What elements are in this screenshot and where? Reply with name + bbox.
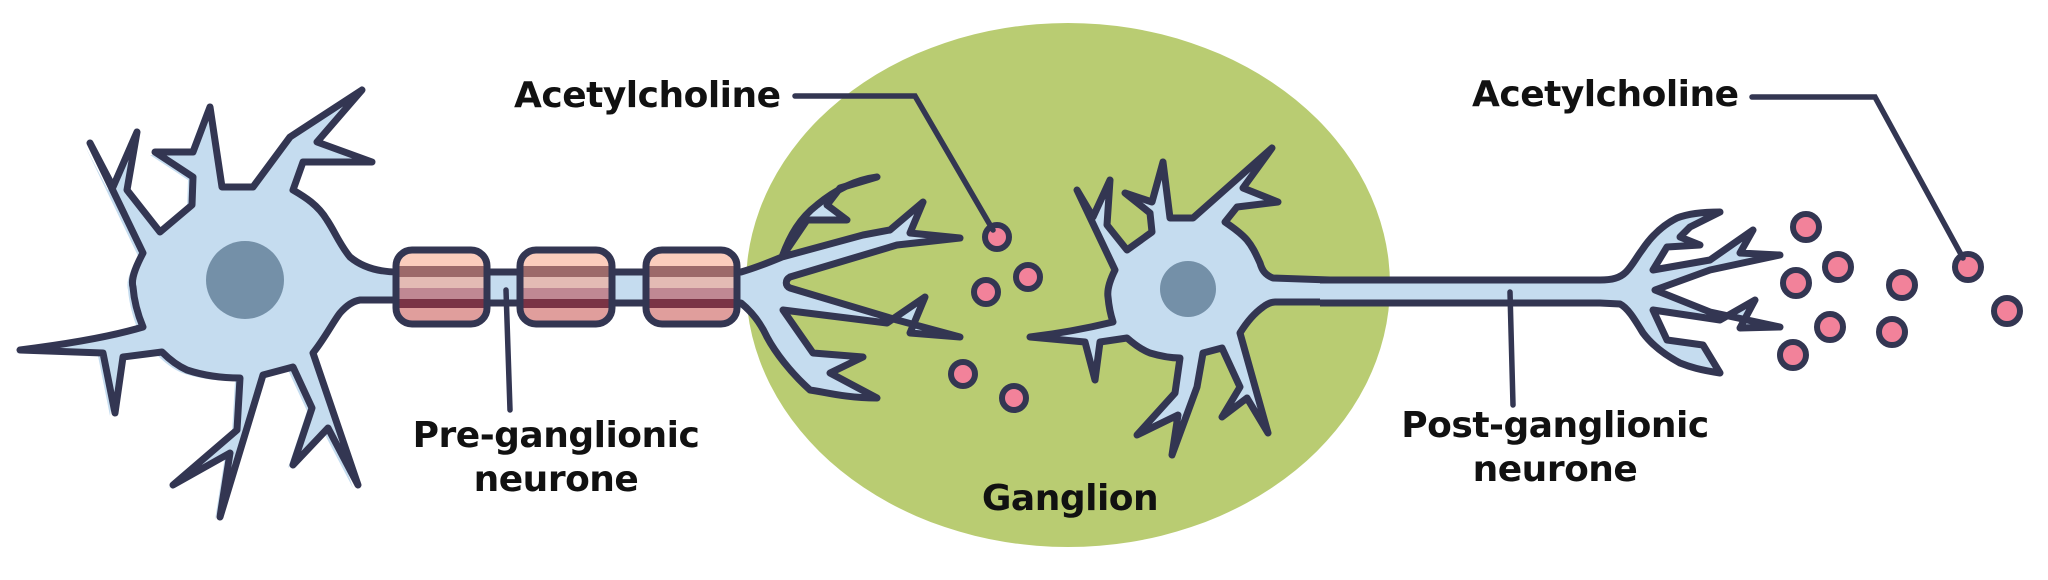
acetylcholine-label-right: Acetylcholine: [1472, 74, 1739, 115]
ach-dot: [971, 277, 1001, 307]
ganglion-label: Ganglion: [981, 478, 1159, 519]
post-ganglionic-neurone: [1026, 144, 1784, 459]
ach-dot: [948, 359, 978, 389]
ach-dot: [1822, 251, 1854, 283]
post-axon-fill: [1320, 281, 1610, 303]
ach-dot: [1952, 251, 1984, 283]
ach-dot: [1876, 316, 1908, 348]
ach-dot: [982, 222, 1012, 252]
myelin-segment-1: [396, 250, 487, 324]
acetylcholine-label-left: Acetylcholine: [514, 75, 781, 116]
ach-dot: [999, 383, 1029, 413]
ach-dot: [1790, 211, 1822, 243]
pre-ganglionic-pointer: [503, 287, 513, 413]
post-ganglionic-pointer: [1507, 289, 1516, 408]
acetylcholine-effector-dots: [1777, 211, 2023, 371]
pre-ganglionic-label-line2: neurone: [473, 459, 639, 500]
ach-dot: [1814, 311, 1846, 343]
post-ganglionic-label-line2: neurone: [1472, 449, 1638, 490]
ach-dot: [1777, 339, 1809, 371]
ach-dot: [1886, 269, 1918, 301]
ach-dot: [1013, 262, 1043, 292]
ach-dot: [1991, 295, 2023, 327]
myelin-segment-3: [646, 250, 737, 324]
pre-axon-terminal: [737, 173, 964, 402]
acetylcholine-left-leader: [792, 93, 996, 233]
post-nucleus: [1160, 261, 1216, 317]
pre-soma: [16, 86, 402, 521]
pre-ganglionic-label: Pre-ganglionic neurone: [406, 414, 706, 502]
post-axon-terminal: [1596, 208, 1784, 377]
acetylcholine-ganglion-dots: [948, 222, 1043, 413]
pre-nucleus: [206, 241, 284, 319]
pre-ganglionic-neurone: [15, 86, 964, 521]
post-ganglionic-label: Post-ganglionic neurone: [1395, 404, 1715, 492]
myelin-segment-2: [520, 250, 612, 324]
post-ganglionic-label-line1: Post-ganglionic: [1401, 405, 1709, 446]
pre-ganglionic-label-line1: Pre-ganglionic: [412, 415, 700, 456]
acetylcholine-right-leader: [1749, 94, 1966, 261]
ach-dot: [1780, 267, 1812, 299]
